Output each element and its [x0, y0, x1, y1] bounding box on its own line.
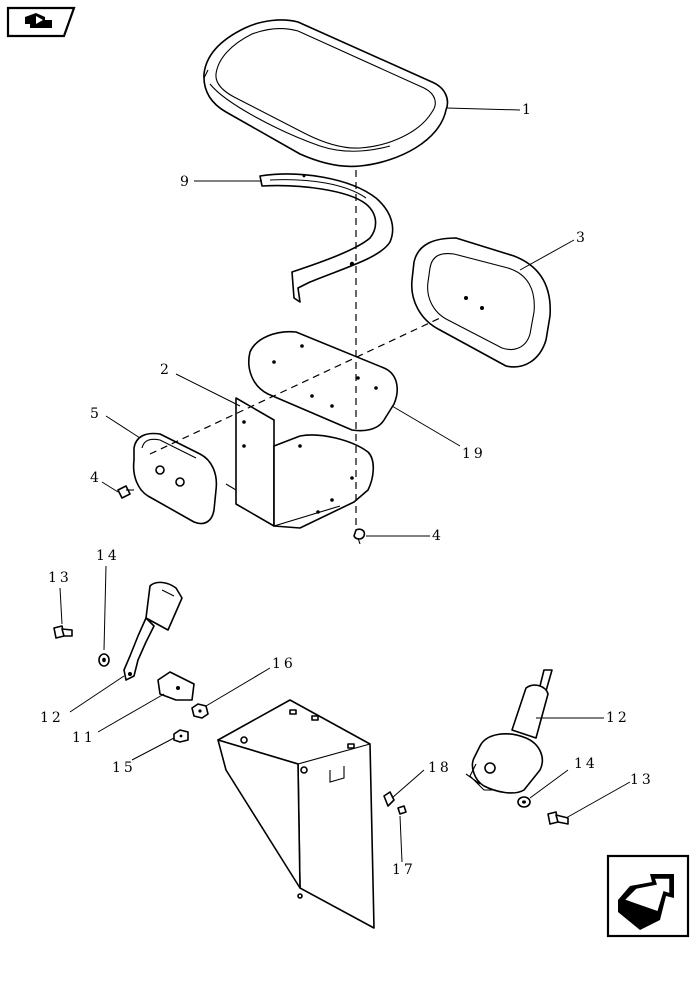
arrow-forward-icon: [618, 874, 674, 930]
callout-14-right: 14: [574, 756, 598, 772]
callout-12-right: 12: [606, 710, 630, 726]
bolt-left: [53, 625, 73, 639]
callout-18: 18: [428, 760, 452, 776]
callout-1: 1: [522, 102, 534, 118]
curved-trim-bracket: [259, 173, 394, 303]
hex-nut: [191, 703, 209, 719]
seat-cushion: [203, 19, 449, 168]
callout-14-left: 14: [96, 548, 120, 564]
flat-nut: [173, 729, 189, 743]
callout-15: 15: [112, 760, 136, 776]
seat-base-bracket: [225, 397, 375, 529]
callout-19: 19: [462, 446, 486, 462]
seat-belt-buckle-left: [123, 581, 183, 681]
callout-11: 11: [72, 730, 96, 746]
callout-4-center: 4: [432, 528, 444, 544]
callout-12-left: 12: [40, 710, 64, 726]
callout-5: 5: [90, 406, 102, 422]
clip-nut: [383, 791, 395, 807]
back-pad: [132, 432, 218, 525]
callout-17: 17: [392, 862, 416, 878]
assembly-centerlines: [149, 170, 441, 530]
sheet-metal-shroud: [217, 699, 375, 929]
small-screw: [397, 805, 407, 815]
washer-right: [517, 796, 531, 808]
seat-mounting-plate: [248, 330, 398, 432]
screw-left: [117, 485, 134, 499]
seat-belt-retractor: [465, 669, 553, 794]
callout-3: 3: [576, 230, 588, 246]
callout-16: 16: [272, 656, 296, 672]
next-page-button[interactable]: [606, 854, 690, 938]
mounting-clip-bracket: [157, 671, 195, 701]
washer-left: [98, 653, 110, 667]
callout-13-left: 13: [48, 570, 72, 586]
callout-9: 9: [180, 174, 192, 190]
callout-13-right: 13: [630, 772, 654, 788]
previous-page-button[interactable]: [6, 6, 76, 38]
screw-center: [353, 528, 366, 545]
callout-4-left: 4: [90, 470, 102, 486]
bolt-right: [547, 811, 569, 825]
leader-lines: [59, 107, 631, 863]
arrow-back-icon: [25, 13, 52, 28]
callout-2: 2: [160, 362, 172, 378]
callouts: 1 9 3 2 5 4 19 4 13 14 12 11 16 15 12 18…: [40, 102, 654, 878]
backrest-cushion: [410, 237, 551, 368]
